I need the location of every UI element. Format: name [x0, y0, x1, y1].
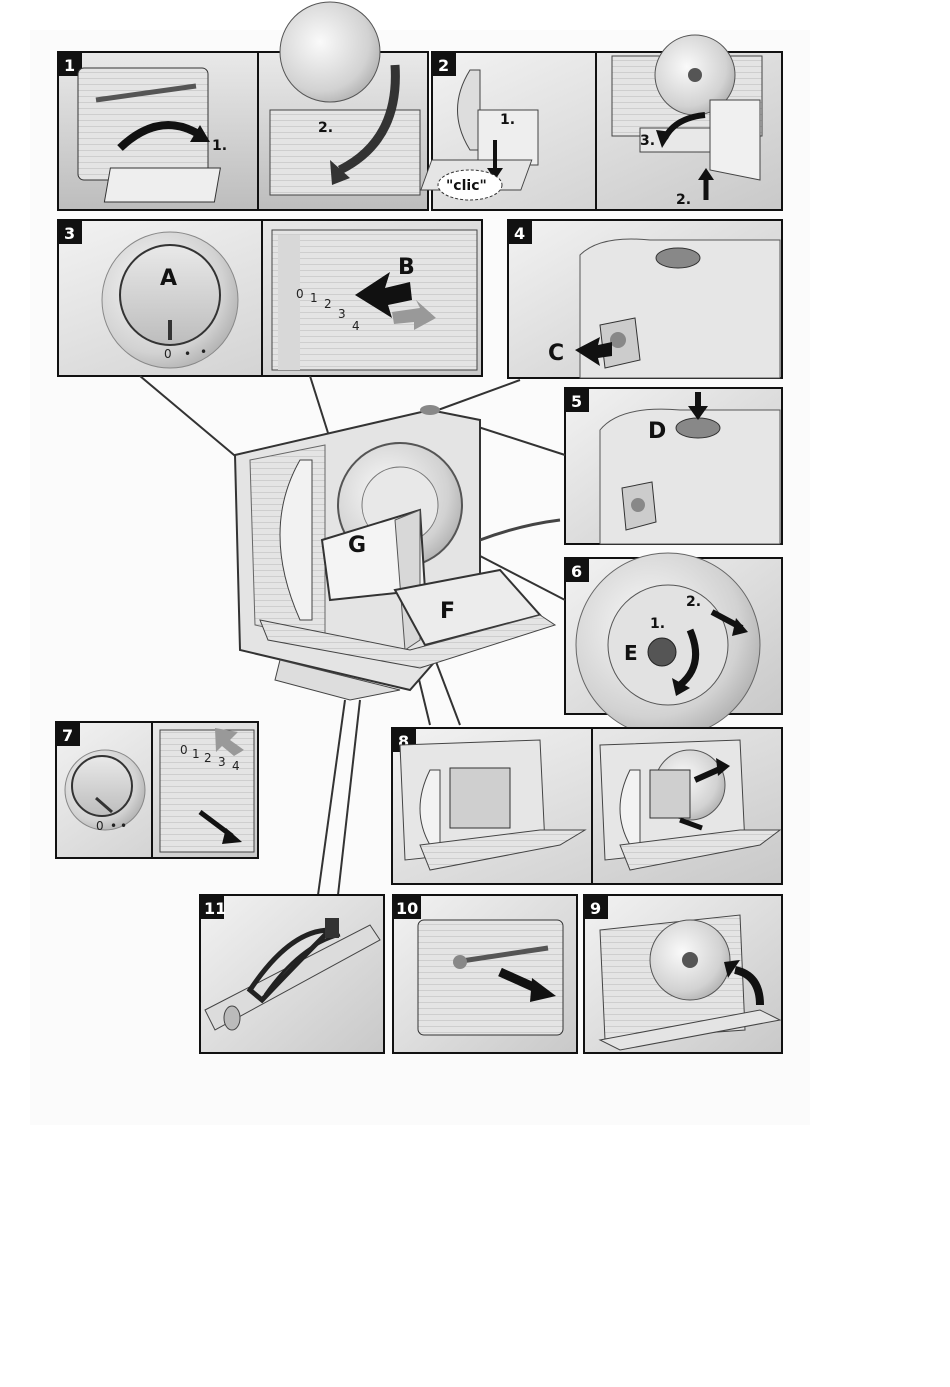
- panel-2-step-1: 1.: [500, 112, 515, 128]
- p7-dial-mark-0: 0: [96, 819, 104, 833]
- panel-11: 11: [200, 895, 384, 1053]
- p7-scale-1: 1: [192, 747, 200, 761]
- label-d: D: [648, 419, 666, 444]
- label-g: G: [348, 533, 366, 558]
- dial-mark-2: •: [200, 345, 207, 359]
- panel-4: 4 C: [508, 220, 782, 378]
- panel-1-step-1: 1.: [212, 138, 227, 154]
- panel-2-step-3: 3.: [640, 133, 655, 149]
- label-a: A: [160, 266, 177, 291]
- panel-2-number: 2: [438, 56, 449, 75]
- panel-1: 1 1. 2.: [58, 2, 428, 210]
- panel-6-step-1: 1.: [650, 616, 665, 632]
- panel-9: 9: [584, 895, 782, 1053]
- safety-button-d[interactable]: [676, 418, 720, 438]
- safety-button-top[interactable]: [656, 248, 700, 268]
- panel-6-number: 6: [571, 562, 582, 581]
- p7-scale-3: 3: [218, 755, 226, 769]
- panel-3-number: 3: [64, 224, 75, 243]
- scale-2: 2: [324, 297, 332, 311]
- blade-screw-e[interactable]: [648, 638, 676, 666]
- scale-4: 4: [352, 319, 360, 333]
- panel-7: 7 0 • • 0 1 2 3 4: [56, 722, 258, 858]
- panel-11-number: 11: [204, 899, 226, 918]
- panel-6-step-2: 2.: [686, 594, 701, 610]
- panel-2-step-2: 2.: [676, 192, 691, 208]
- dial-mark-1: •: [184, 347, 191, 361]
- scale-3: 3: [338, 307, 346, 321]
- dial-mark-0: 0: [164, 347, 172, 361]
- scale-1: 1: [310, 291, 318, 305]
- panel-10: 10: [393, 895, 577, 1053]
- panel-5-number: 5: [571, 392, 582, 411]
- panel-5: 5 D: [565, 388, 782, 544]
- panel-1-number: 1: [64, 56, 75, 75]
- label-e: E: [624, 641, 638, 665]
- p7-scale-0: 0: [180, 743, 188, 757]
- panel-9-number: 9: [590, 899, 601, 918]
- p7-dial-mark-2: •: [120, 819, 127, 833]
- panel-4-number: 4: [514, 224, 525, 243]
- label-b: B: [398, 255, 415, 280]
- panel-3: 3 A 0 • • 0 1 2 3 4 B: [58, 220, 482, 376]
- p7-scale-4: 4: [232, 759, 240, 773]
- panel-7-number: 7: [62, 726, 73, 745]
- panel-10-number: 10: [396, 899, 418, 918]
- click-sound-label: "clic": [446, 178, 487, 194]
- p7-scale-2: 2: [204, 751, 212, 765]
- label-f: F: [440, 599, 455, 624]
- p7-dial-mark-1: •: [110, 819, 117, 833]
- panel-1-step-2: 2.: [318, 120, 333, 136]
- panel-8: 8: [392, 728, 782, 884]
- scale-0: 0: [296, 287, 304, 301]
- panel-6: 6 E 1. 2.: [565, 553, 782, 737]
- label-c: C: [548, 341, 564, 366]
- panel-2: 2 1. "clic" 3. 2.: [421, 35, 782, 210]
